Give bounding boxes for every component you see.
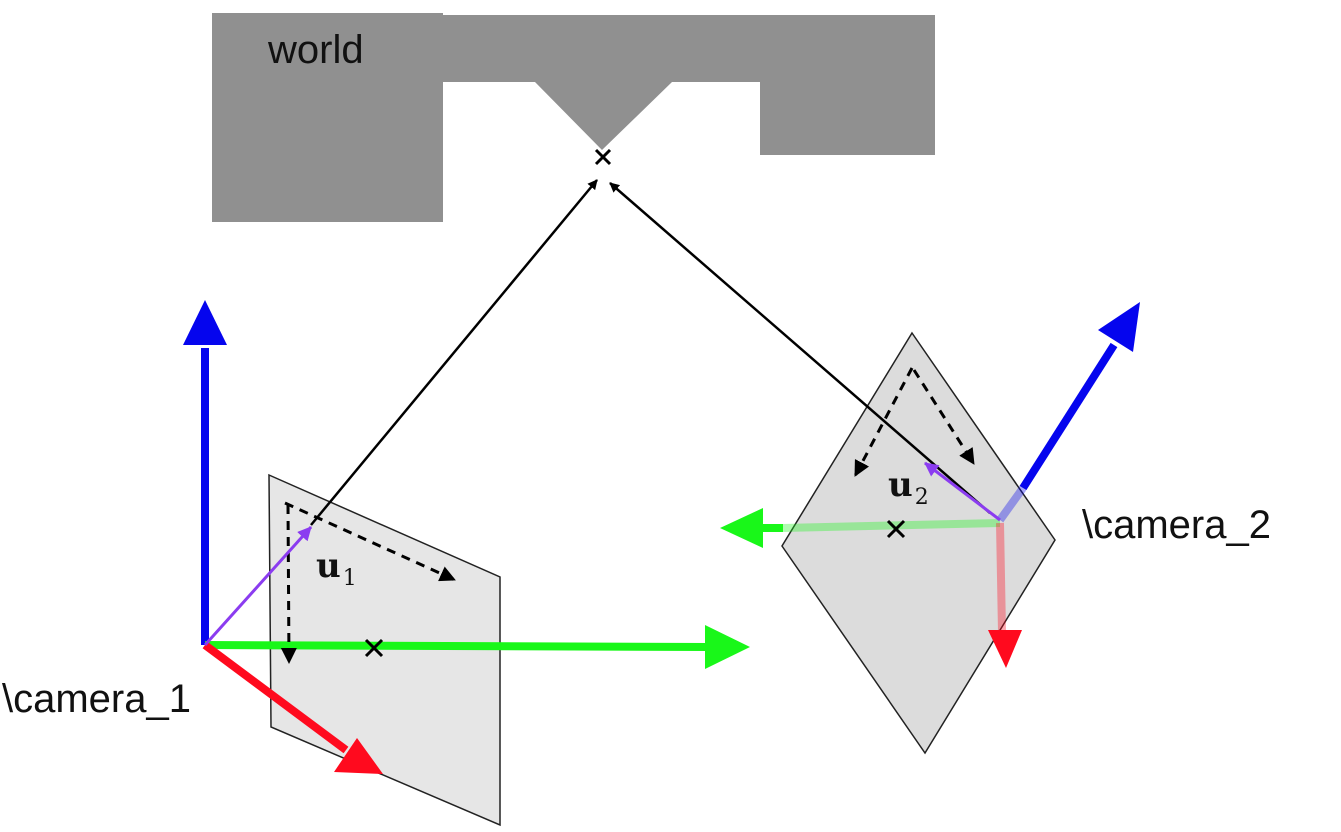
- u2-label: u2: [888, 465, 929, 510]
- camera-2-z-axis-hidden: [996, 485, 1027, 523]
- camera-2-x-axis-hidden: [996, 522, 1006, 633]
- ray-camera-1-to-world: [310, 179, 598, 526]
- camera-1-x-axis: [202, 641, 349, 754]
- camera-2-z-arrowhead: [1098, 302, 1140, 352]
- camera-1-x-arrowhead: [334, 738, 383, 774]
- camera-1-ray-u1: [203, 525, 313, 647]
- camera-2-z-axis: [1019, 342, 1118, 491]
- camera-2-epipole-cross-icon: [886, 519, 906, 539]
- camera-1-label: \camera_1: [2, 677, 191, 721]
- camera-2-x-arrowhead: [988, 630, 1022, 668]
- world-shape: [212, 13, 935, 222]
- world-point-cross-icon: [594, 148, 612, 166]
- world-label: world: [267, 28, 364, 72]
- u2-base: u: [888, 465, 913, 505]
- camera-1-image-v-axis: [280, 504, 297, 664]
- u1-base: u: [316, 546, 341, 586]
- world-block: world: [212, 13, 935, 222]
- image-plane-2: [781, 331, 1056, 755]
- camera-1-z-arrowhead: [183, 300, 227, 345]
- u2-subscript: 2: [915, 485, 929, 510]
- u1-subscript: 1: [343, 566, 357, 591]
- camera-2-image-axes: [853, 367, 976, 477]
- camera-1-epipole-cross-icon: [364, 638, 384, 658]
- camera-2-image-v-axis: [912, 369, 976, 465]
- camera-2-label: \camera_2: [1082, 503, 1271, 547]
- camera-2-image-u-axis: [853, 367, 914, 477]
- camera-1-y-arrowhead: [705, 625, 750, 669]
- camera-1-axes: [183, 300, 750, 774]
- u1-label: u1: [316, 546, 357, 591]
- camera-2-y-arrowhead: [720, 508, 763, 548]
- camera-1-image-axes: [280, 501, 456, 664]
- ray-camera-2-to-world: [609, 182, 991, 514]
- camera-2-ray-u2: [924, 461, 1001, 522]
- camera-1-y-axis: [204, 641, 709, 651]
